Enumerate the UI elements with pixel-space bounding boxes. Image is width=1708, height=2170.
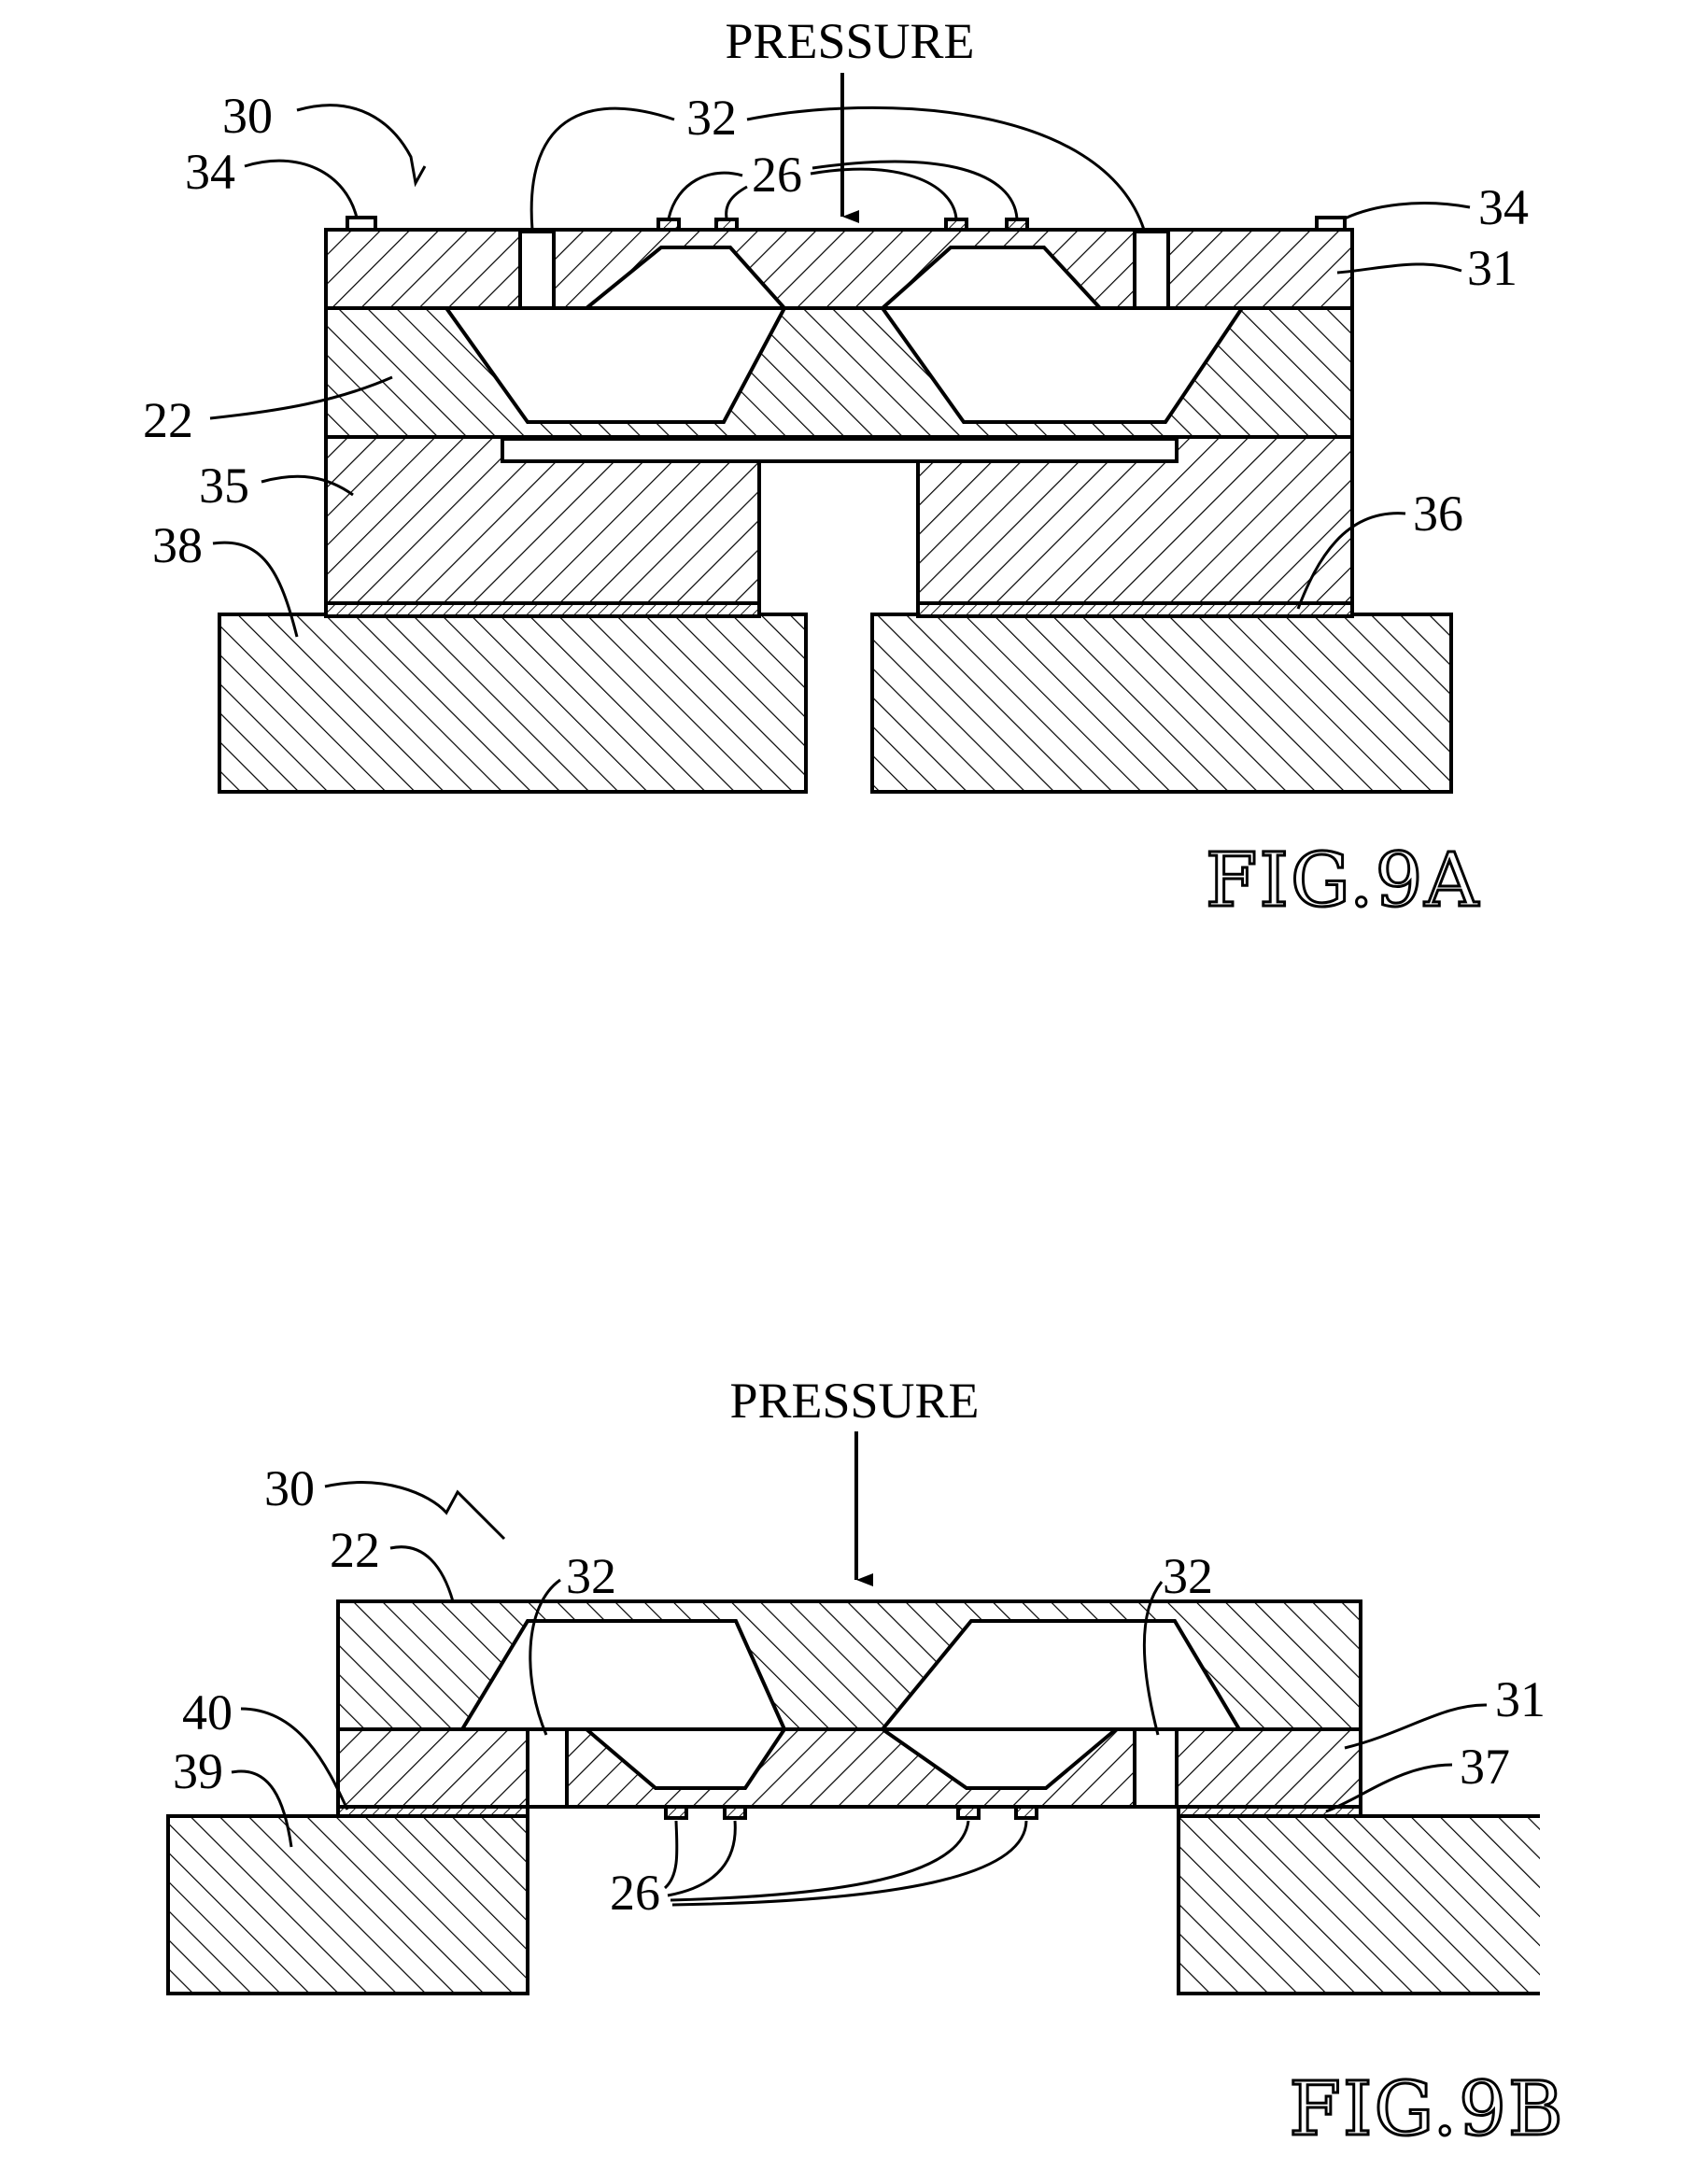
gauge-3 xyxy=(946,219,967,230)
gauge-3-9b xyxy=(958,1807,979,1818)
leader-34-right xyxy=(1345,204,1470,218)
ref-32-right-9b: 32 xyxy=(1163,1548,1213,1604)
ref-26: 26 xyxy=(752,147,802,203)
vent-right-9b xyxy=(1135,1729,1177,1807)
vent-right xyxy=(1135,232,1168,308)
carrier-channel xyxy=(502,439,1177,461)
gauge-4 xyxy=(1007,219,1027,230)
bond-layer-right xyxy=(918,603,1352,616)
ref-40-9b: 40 xyxy=(182,1684,233,1740)
pressure-label-9b: PRESSURE xyxy=(729,1373,979,1429)
leader-34-left xyxy=(245,161,357,218)
gauge-2-9b xyxy=(725,1807,745,1818)
vent-left-9b xyxy=(528,1729,567,1807)
ref-31: 31 xyxy=(1467,240,1517,296)
cap-layer-9b xyxy=(338,1729,1361,1807)
ref-30: 30 xyxy=(222,88,273,144)
housing-left-block xyxy=(168,1816,528,1994)
bond-layer-left xyxy=(326,603,759,616)
ref-32-left-9b: 32 xyxy=(566,1548,616,1604)
gauge-1 xyxy=(658,219,679,230)
gauge-4-9b xyxy=(1016,1807,1037,1818)
figure-caption-9a: FIG.9A xyxy=(1206,837,1480,923)
leader-26-a xyxy=(669,173,742,218)
figure-9a: PRESSURE 30 34 xyxy=(143,13,1529,923)
housing-right xyxy=(872,614,1451,792)
ref-32: 32 xyxy=(686,90,737,146)
ref-34-left: 34 xyxy=(185,144,235,200)
housing-left xyxy=(219,614,806,792)
leader-32-left xyxy=(531,108,674,230)
ref-31-9b: 31 xyxy=(1495,1671,1546,1727)
gauge-1-9b xyxy=(666,1807,686,1818)
pressure-label: PRESSURE xyxy=(725,13,974,69)
leader-26-b xyxy=(727,187,747,218)
cap-layer xyxy=(326,230,1352,308)
vent-left xyxy=(520,232,554,308)
housing-right-block xyxy=(1179,1816,1540,1994)
leader-40-9b xyxy=(241,1709,347,1810)
leader-26-c-9b xyxy=(670,1821,968,1900)
ref-22-9b: 22 xyxy=(330,1522,380,1578)
ref-36: 36 xyxy=(1413,486,1463,542)
figure-9b: PRESSURE 30 22 32 32 xyxy=(168,1373,1565,2152)
figure-caption-9b: FIG.9B xyxy=(1289,2065,1564,2152)
ref-35: 35 xyxy=(199,458,249,514)
ref-22: 22 xyxy=(143,392,193,448)
pad-right xyxy=(1317,218,1345,230)
ref-38: 38 xyxy=(152,517,203,573)
gauge-2 xyxy=(716,219,737,230)
leader-30 xyxy=(297,106,425,183)
pad-left xyxy=(347,218,375,230)
leader-31 xyxy=(1337,264,1461,273)
ref-26-9b: 26 xyxy=(610,1865,660,1921)
leader-26-c xyxy=(811,169,956,218)
leader-32-right xyxy=(747,107,1144,230)
ref-37-9b: 37 xyxy=(1460,1739,1510,1795)
ref-34-right: 34 xyxy=(1478,179,1529,235)
ref-39-9b: 39 xyxy=(173,1743,223,1799)
ref-30-9b: 30 xyxy=(264,1460,315,1516)
leader-26-a-9b xyxy=(665,1821,677,1888)
leader-22-9b xyxy=(390,1547,453,1601)
